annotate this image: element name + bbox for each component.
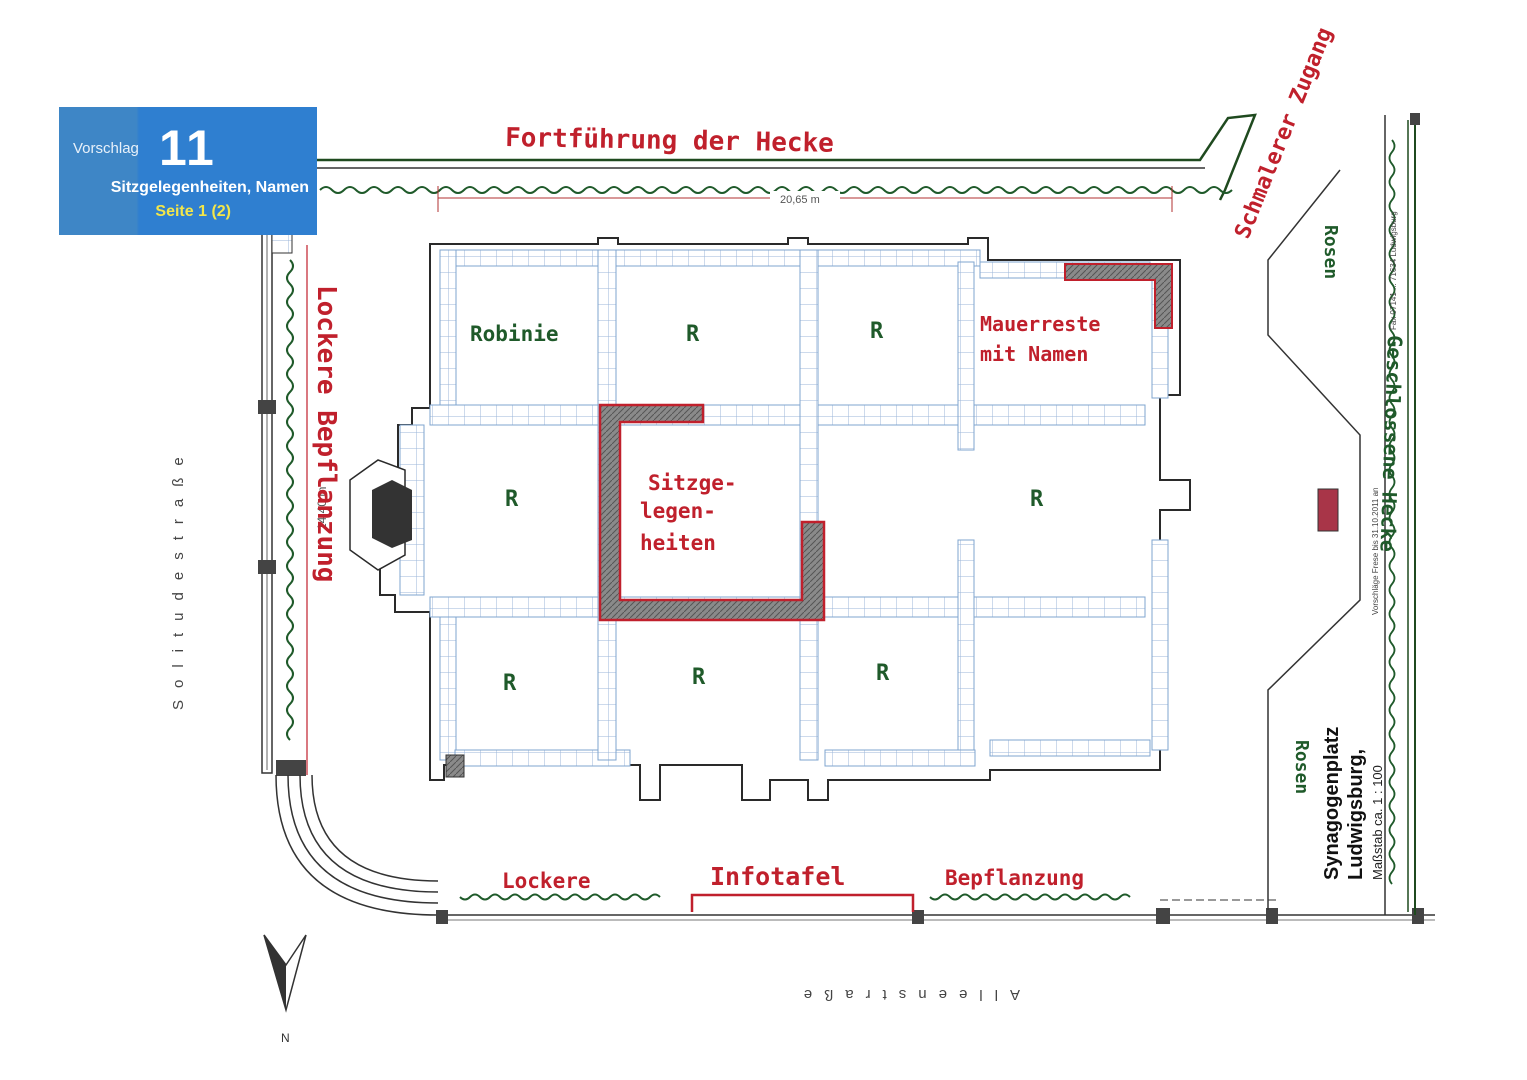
loose-planting-bottom-b: Bepflanzung <box>945 866 1084 890</box>
scale-label: Maßstab ca. 1 : 100 <box>1370 765 1385 880</box>
lawn-label: R <box>505 487 519 512</box>
loose-planting-left-label: Lockere Bepflanzung <box>311 285 341 582</box>
closed-hedge-label: Geschlossene Hecke <box>1375 335 1407 552</box>
lawn-label: R <box>503 671 517 696</box>
proposal-badge: Vorschlag 11 Sitzgelegenheiten, Namen Se… <box>59 107 317 235</box>
building-footprint <box>349 237 1191 801</box>
street-left-label: Solitudestraße <box>170 445 187 710</box>
seating-label-3: heiten <box>640 531 716 555</box>
wall-remains-label-1: Mauerreste <box>980 312 1100 336</box>
site-name-2: Ludwigsburg, <box>1345 749 1367 880</box>
corner-arcs <box>275 774 439 916</box>
seating-wall <box>598 403 826 622</box>
dimension-left-label: 14,40 m <box>315 487 329 530</box>
roses-top-label: Rosen <box>1320 225 1341 279</box>
loose-planting-bottom-a: Lockere <box>502 869 591 893</box>
site-name-1: Synagogenplatz <box>1321 727 1343 880</box>
print-note-2: Fax 07141 ... 71634 Ludwigsburg <box>1389 211 1398 330</box>
proposal-number: 11 <box>159 120 216 176</box>
site-info: Synagogenplatz Ludwigsburg, Maßstab ca. … <box>1321 211 1398 880</box>
lawn-label: R <box>686 322 700 347</box>
seating-label-1: Sitzge- <box>648 471 737 495</box>
wall-remains-label-2: mit Namen <box>980 342 1088 366</box>
top-hedge: 20,65 m <box>262 113 1257 212</box>
lawn-label: R <box>870 319 884 344</box>
right-strip <box>1267 113 1420 915</box>
north-arrow: N <box>263 934 307 1045</box>
roses-bottom-label: Rosen <box>1291 740 1312 794</box>
hedge-continuation-label: Fortführung der Hecke <box>505 123 834 159</box>
page-indicator: Seite 1 (2) <box>155 203 231 220</box>
wall-remains <box>1064 263 1173 329</box>
bottom-boundary <box>436 893 1435 924</box>
info-board-label: Infotafel <box>710 862 845 891</box>
street-bottom-label: Alleenstraße <box>792 986 1020 1003</box>
print-note-1: Vorschläge Frese bis 31.10.2011 an <box>1371 488 1380 616</box>
lawn-label: R <box>876 661 890 686</box>
lawn-label: R <box>692 665 706 690</box>
proposal-subtitle: Sitzgelegenheiten, Namen <box>110 179 309 196</box>
north-label: N <box>281 1031 290 1045</box>
dimension-top-label: 20,65 m <box>780 194 820 206</box>
seating-label-2: legen- <box>640 499 716 523</box>
lawn-label: R <box>1030 487 1044 512</box>
proposal-label: Vorschlag <box>73 140 139 157</box>
robinia-label: Robinie <box>470 322 559 346</box>
